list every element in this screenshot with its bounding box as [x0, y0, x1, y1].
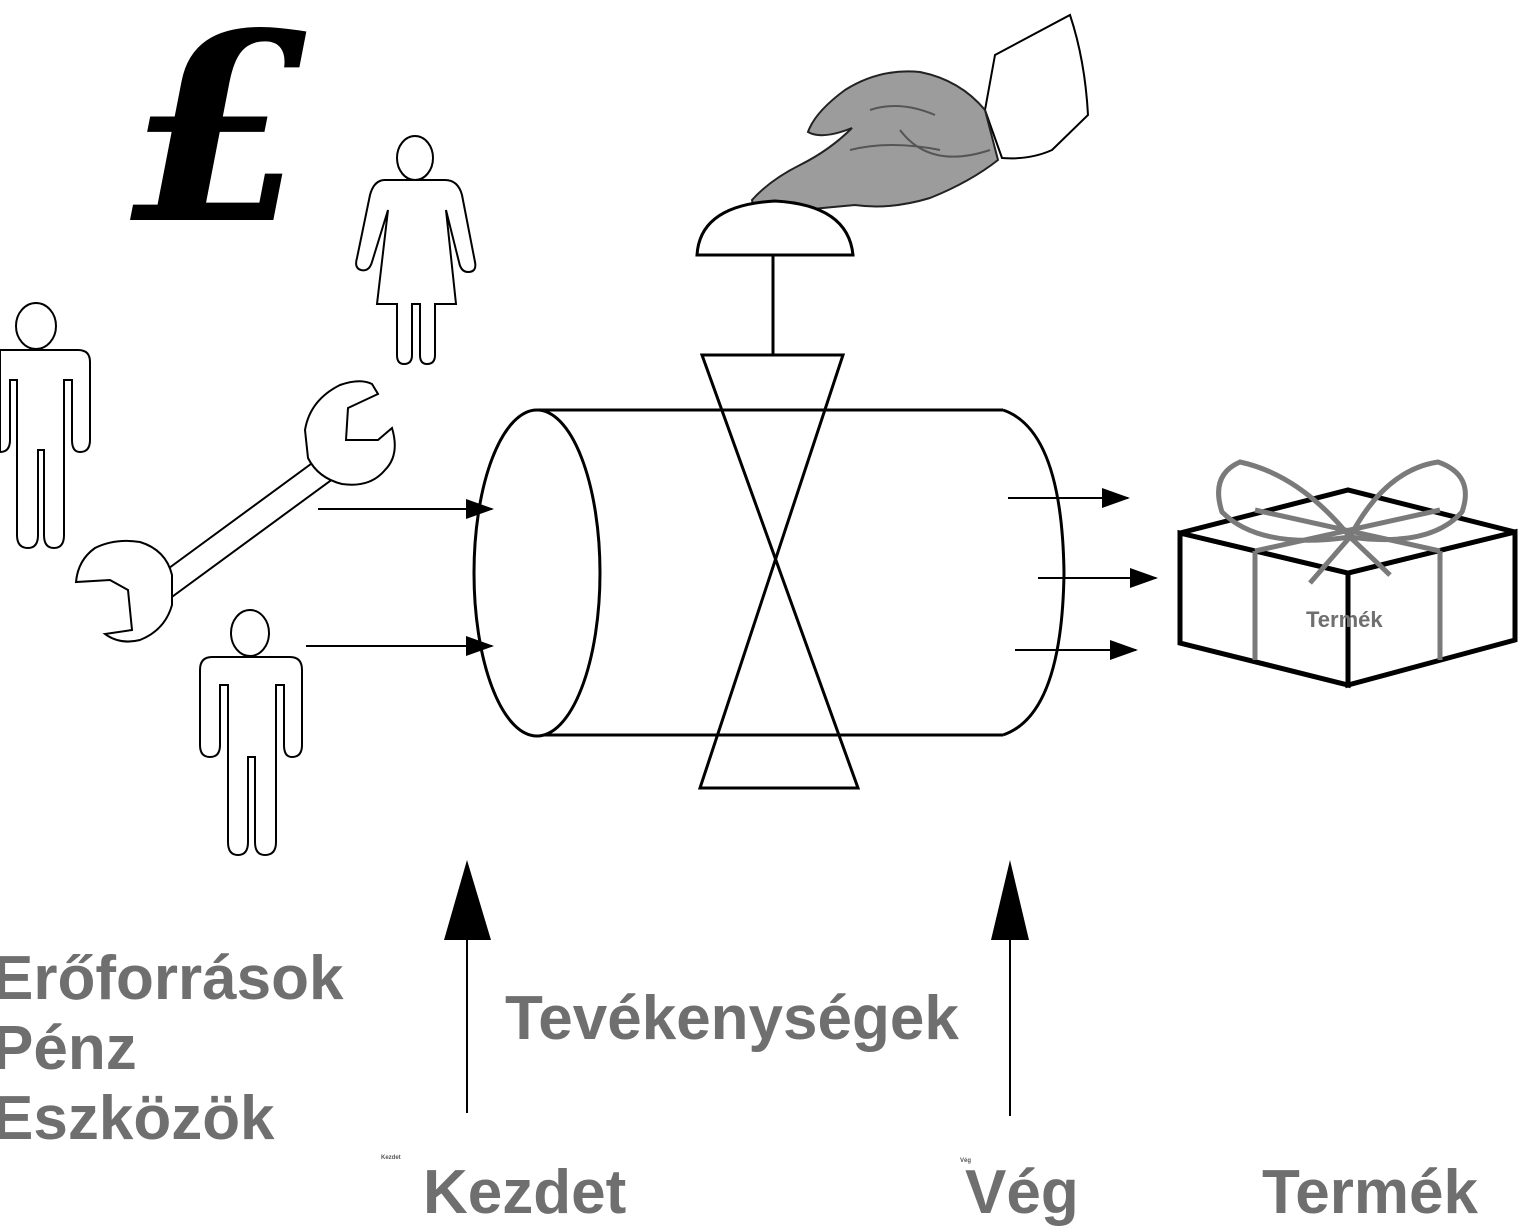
wrench-icon	[74, 380, 396, 643]
pipe-cylinder	[472, 408, 1066, 738]
man-icon-2	[199, 609, 303, 857]
output-arrows	[1008, 488, 1158, 660]
pound-icon: £	[130, 0, 311, 282]
resource-item-0: Erőforrások	[0, 944, 344, 1013]
man-icon	[0, 302, 91, 550]
resources-list: Erőforrások Pénz Eszközök	[0, 944, 343, 1154]
end-arrow	[991, 860, 1029, 1116]
start-arrow	[444, 860, 491, 1113]
woman-icon	[355, 135, 477, 366]
resource-item-1: Pénz	[0, 1014, 137, 1083]
activities-label: Tevékenységek	[505, 984, 959, 1053]
box-label: Termék	[1306, 607, 1383, 632]
input-arrows	[306, 499, 494, 656]
valve-icon	[695, 199, 855, 355]
gift-box-icon	[1177, 459, 1518, 689]
hand-icon	[750, 13, 1090, 217]
product-label: Termék	[1262, 1158, 1478, 1227]
resource-item-2: Eszközök	[0, 1084, 275, 1153]
valve-body	[697, 353, 861, 790]
start-label: Kezdet	[423, 1158, 627, 1227]
end-small-label: Vég	[960, 1158, 972, 1164]
start-small-label: Kezdet	[381, 1155, 401, 1161]
end-label: Vég	[965, 1158, 1079, 1227]
